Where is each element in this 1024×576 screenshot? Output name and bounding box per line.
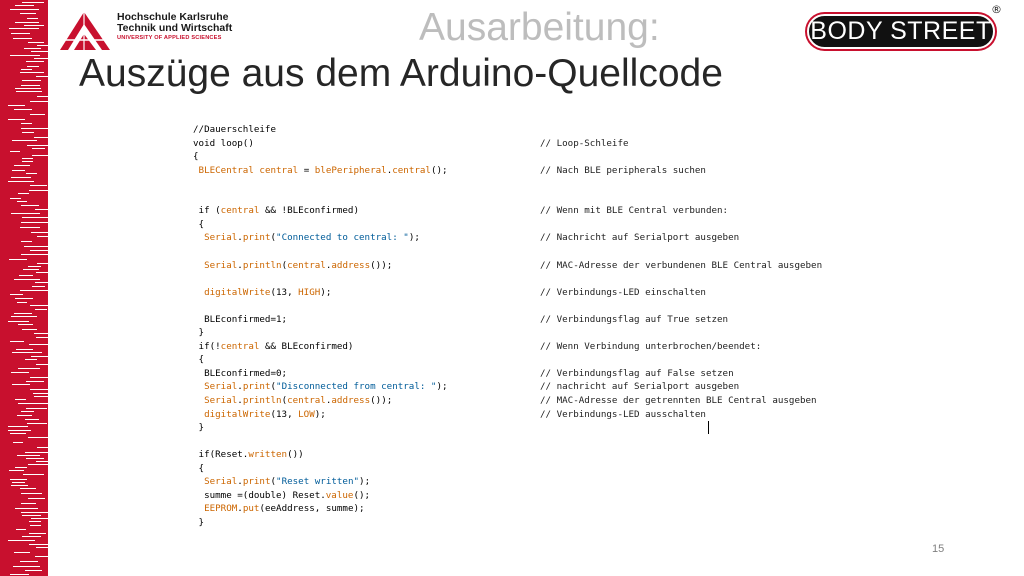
code-line: { [193,151,199,162]
code-comment: // Nach BLE peripherals suchen [540,165,706,176]
text-cursor [708,421,709,434]
code-line: BLECentral central = blePeripheral.centr… [198,165,448,176]
code-comment: // Loop-Schleife [540,138,629,149]
code-line: if(Reset.written()) [193,449,304,460]
code-comment: // Wenn Verbindung unterbrochen/beendet: [540,341,762,352]
page-number: 15 [932,543,945,555]
code-line: void loop() [193,138,254,149]
university-name-line2: Technik und Wirtschaft [117,22,233,34]
code-comment: // Wenn mit BLE Central verbunden: [540,205,729,216]
code-comment: // Verbindungs-LED ausschalten [540,409,706,420]
body-street-logo: BODY STREET [805,12,997,51]
code-line: summe =(double) Reset.value(); [193,490,371,501]
code-comment: // nachricht auf Serialport ausgeben [540,381,740,392]
university-logo-icon [60,12,110,50]
code-line: { [193,354,205,365]
code-line: } [193,517,205,528]
code-comment: // MAC-Adresse der verbundenen BLE Centr… [540,260,823,271]
code-comment: // MAC-Adresse der getrennten BLE Centra… [540,395,817,406]
code-line: Serial.print("Reset written"); [204,476,371,487]
university-name-line3: UNIVERSITY OF APPLIED SCIENCES [117,35,222,41]
code-line: EEPROM.put(eeAddress, summe); [204,503,365,514]
registered-mark: ® [991,3,1002,16]
code-line: BLEconfirmed=0; [193,368,288,379]
code-comment: // Verbindungsflag auf True setzen [540,314,729,325]
decorative-barcode-strip [0,0,58,576]
code-line: Serial.print("Connected to central: "); [204,232,420,243]
code-line: { [193,463,205,474]
code-line: Serial.println(central.address()); [204,260,393,271]
slide-title-main: Auszüge aus dem Arduino-Quellcode [79,52,723,95]
code-line: Serial.println(central.address()); [204,395,393,406]
code-line: BLEconfirmed=1; [193,314,288,325]
code-line: digitalWrite(13, HIGH); [204,287,332,298]
code-line: { [193,219,205,230]
body-street-logo-text: BODY STREET [810,17,992,45]
university-name-line1: Hochschule Karlsruhe [117,11,229,23]
code-line: if (central && !BLEconfirmed) [193,205,359,216]
code-line: } [193,327,205,338]
code-line: Serial.print("Disconnected from central:… [204,381,448,392]
code-line: digitalWrite(13, LOW); [204,409,326,420]
code-line: } [193,422,205,433]
code-line: if(!central && BLEconfirmed) [193,341,354,352]
code-comment: // Nachricht auf Serialport ausgeben [540,232,740,243]
body-street-logo-badge: BODY STREET [807,14,995,49]
code-comment: // Verbindungs-LED einschalten [540,287,706,298]
university-name: Hochschule Karlsruhe Technik und Wirtsch… [117,12,232,43]
slide-title-top: Ausarbeitung: [419,6,660,49]
code-comment: // Verbindungsflag auf False setzen [540,368,734,379]
code-line: //Dauerschleife [193,124,276,135]
